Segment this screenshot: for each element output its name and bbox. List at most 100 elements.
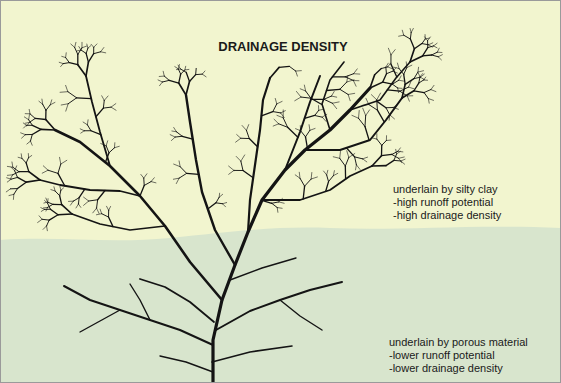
ground-band-label: underlain by porous material-lower runof… [389, 336, 528, 375]
stream-twig [160, 82, 163, 86]
stream-twig [277, 208, 279, 213]
stream-twig [348, 94, 350, 100]
stream-twig [87, 44, 88, 48]
stream-twig [347, 151, 349, 158]
tributary [280, 300, 322, 330]
stream-twig [78, 65, 86, 76]
stream-twig [327, 170, 328, 175]
stream-twig [237, 135, 241, 139]
stream-twig [340, 82, 347, 89]
stream-twig [399, 35, 404, 36]
stream-twig [158, 80, 162, 82]
stream-twig [241, 161, 243, 170]
stream-twig [274, 119, 279, 124]
stream-twig [22, 135, 26, 138]
stream-twig [407, 95, 413, 96]
stream-twig [164, 76, 169, 80]
stream-twig [272, 203, 277, 207]
stream-twig [29, 172, 40, 180]
stream-twig [29, 109, 31, 113]
stream-twig [333, 173, 337, 175]
tributary [230, 258, 296, 280]
tributary [216, 282, 342, 330]
stream-twig [388, 48, 391, 55]
stream-twig [418, 71, 424, 72]
stream-twig [283, 118, 287, 127]
stream-twig [404, 67, 407, 74]
stream-twig [27, 141, 31, 144]
stream-twig [241, 155, 245, 161]
stream-twig [283, 110, 284, 118]
stream-twig [296, 129, 301, 131]
stream-twig [35, 118, 46, 119]
stream-twig [9, 194, 14, 195]
stream-twig [91, 131, 101, 135]
stream-twig [219, 194, 223, 197]
stream-twig [346, 148, 354, 157]
stream-twig [178, 69, 180, 74]
stream-twig [366, 110, 370, 116]
stream-twig [169, 80, 178, 83]
stream-twig [306, 137, 308, 148]
stream-twig [178, 65, 180, 69]
tributary [140, 279, 214, 322]
stream-twig [105, 153, 109, 163]
stream-twig [66, 104, 68, 111]
stream-twig [329, 176, 334, 182]
stream-twig [349, 154, 355, 158]
stream-twig [82, 46, 87, 48]
stream-twig [60, 196, 62, 205]
stream-twig [398, 88, 402, 89]
stream-twig [88, 46, 91, 48]
ground-band-label: underlain by silty clay-high runoff pote… [393, 183, 501, 222]
stream-twig [424, 93, 428, 99]
stream-twig [18, 157, 22, 158]
stream-twig [296, 91, 301, 97]
stream-twig [362, 104, 369, 106]
stream-twig [366, 98, 369, 104]
stream-twig [386, 108, 390, 115]
stream-twig [54, 187, 55, 191]
stream-twig [106, 146, 109, 153]
stream-twig [399, 157, 405, 158]
stream-twig [46, 207, 48, 211]
stream-twig [386, 136, 387, 141]
stream-twig [24, 117, 28, 120]
stream-twig [26, 180, 40, 182]
stream-twig [87, 120, 89, 125]
stream-twig [345, 166, 347, 179]
stream-twig [94, 52, 101, 54]
stream-twig [186, 81, 190, 95]
stream-twig [186, 72, 189, 81]
stream-twig [143, 178, 144, 185]
stream-twig [331, 92, 334, 97]
stream-twig [48, 170, 58, 173]
stream-twig [84, 201, 89, 205]
stream-twig [417, 67, 419, 72]
stream-twig [21, 133, 26, 135]
stream-twig [223, 204, 226, 207]
tributary [285, 76, 320, 170]
stream-twig [304, 85, 305, 91]
stream-twig [208, 203, 216, 209]
stream-twig [277, 207, 282, 209]
stream-twig [402, 30, 403, 35]
stream-twig [318, 106, 319, 111]
stream-twig [11, 177, 17, 179]
stream-twig [32, 129, 41, 134]
stream-twig [6, 189, 10, 192]
stream-twig [196, 74, 203, 76]
stream-twig [42, 219, 49, 221]
stream-twig [84, 130, 91, 131]
stream-twig [296, 70, 302, 71]
tributary [80, 310, 120, 332]
stream-twig [174, 164, 181, 167]
stream-twig [399, 69, 404, 75]
stream-twig [295, 175, 300, 178]
stream-twig [61, 104, 68, 105]
stream-twig [377, 139, 382, 145]
stream-twig [303, 186, 304, 199]
stream-twig [249, 139, 257, 147]
stream-twig [88, 54, 93, 63]
tributary [130, 284, 150, 320]
